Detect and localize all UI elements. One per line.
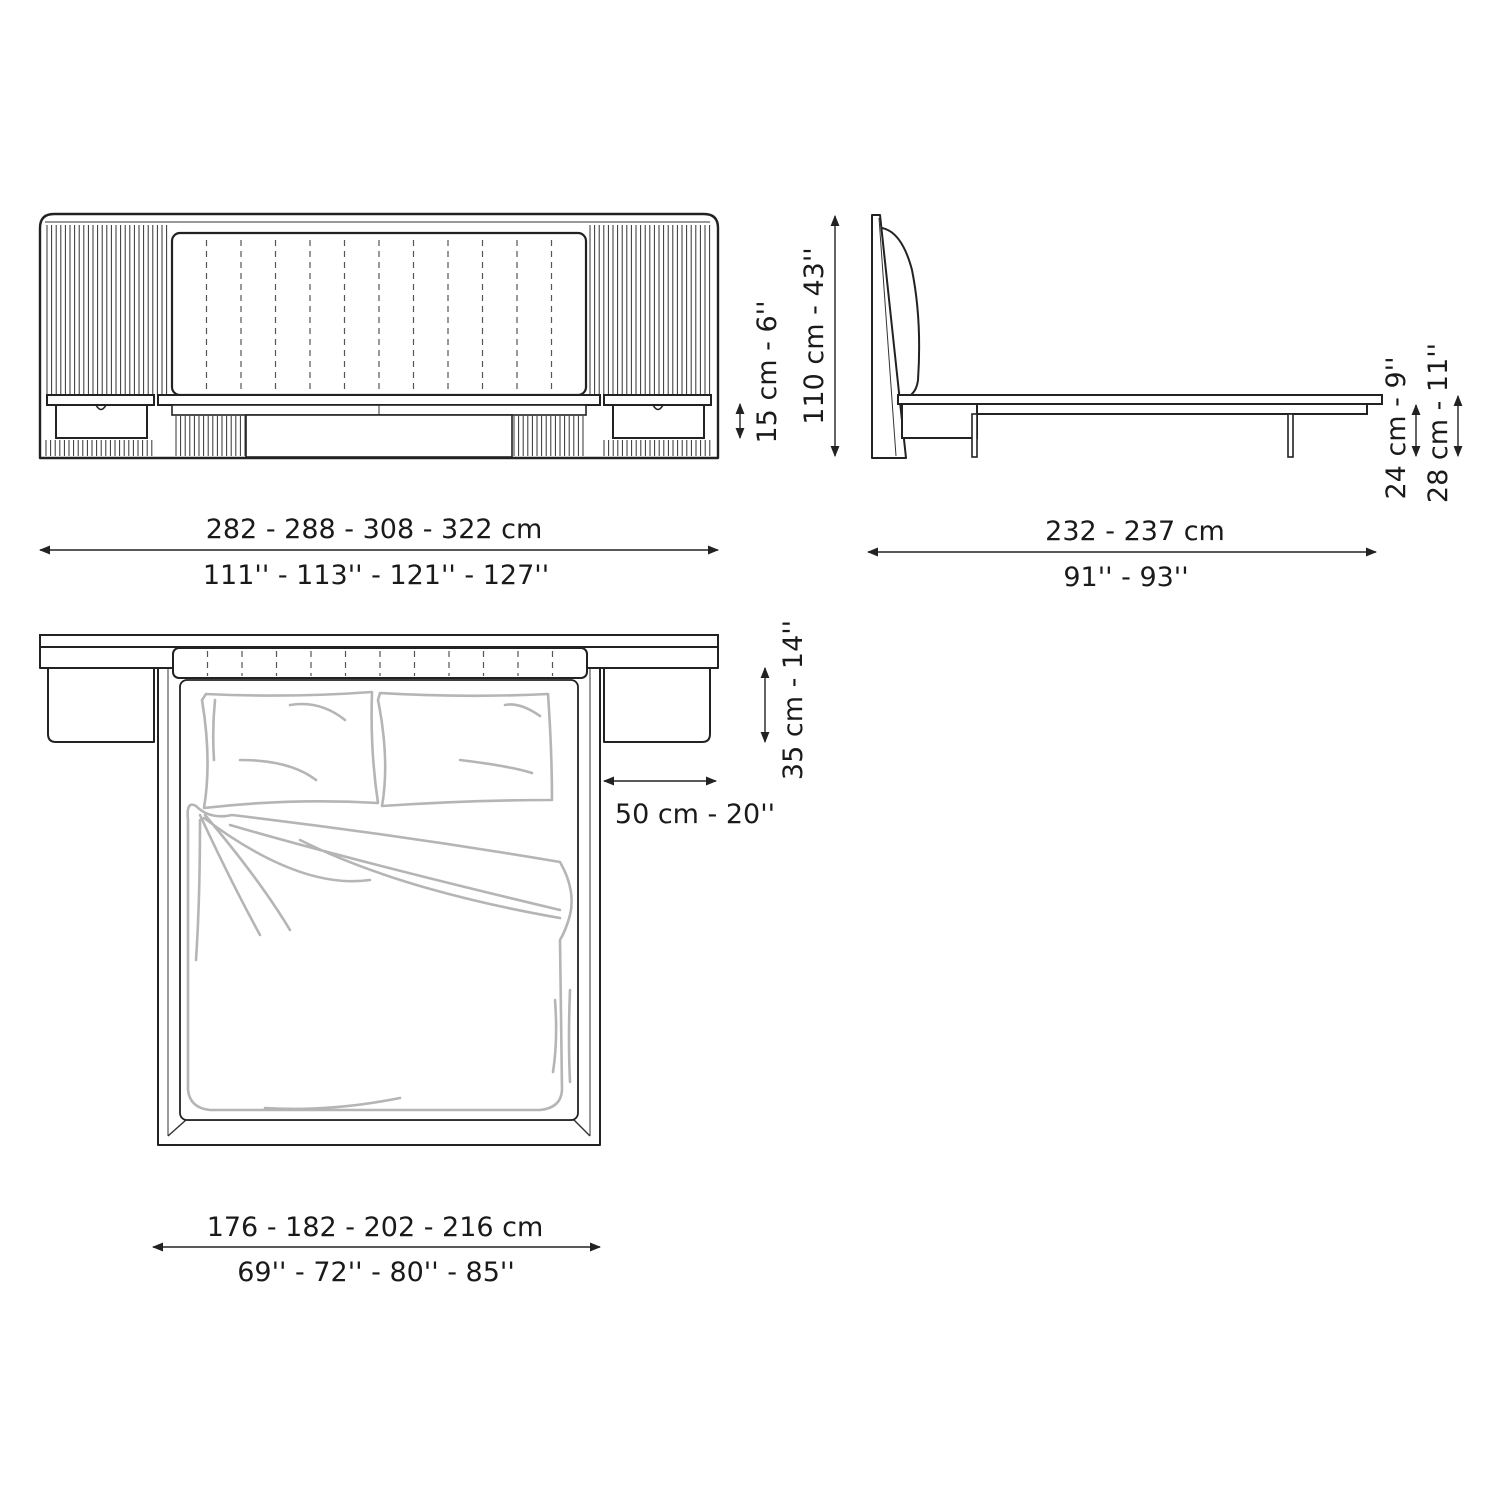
front-view	[38, 212, 720, 460]
side-view	[871, 214, 1383, 459]
side-frame-height-dimension: 24 cm - 9''	[1381, 356, 1421, 500]
headboard-offset-dimension: 15 cm - 6''	[735, 300, 783, 444]
nightstand-width-label: 50 cm - 20''	[615, 799, 775, 830]
frame-height-label: 24 cm - 9''	[1381, 356, 1412, 499]
top-width-in-label: 69'' - 72'' - 80'' - 85''	[237, 1257, 515, 1288]
headboard-offset-label: 15 cm - 6''	[752, 300, 783, 443]
nightstand-width-dimension: 50 cm - 20''	[602, 776, 775, 830]
front-width-dimension: 282 - 288 - 308 - 322 cm 111'' - 113'' -…	[38, 514, 720, 591]
nightstand-depth-dimension: 35 cm - 14''	[760, 620, 809, 780]
side-length-cm-label: 232 - 237 cm	[1045, 516, 1225, 547]
front-width-cm-label: 282 - 288 - 308 - 322 cm	[206, 514, 543, 545]
top-width-dimension: 176 - 182 - 202 - 216 cm 69'' - 72'' - 8…	[151, 1212, 602, 1288]
side-length-dimension: 232 - 237 cm 91'' - 93''	[866, 516, 1378, 593]
total-height-label: 28 cm - 11''	[1423, 343, 1454, 503]
front-width-in-label: 111'' - 113'' - 121'' - 127''	[203, 560, 549, 591]
front-height-label: 110 cm - 43''	[799, 247, 830, 424]
nightstand-depth-label: 35 cm - 14''	[778, 620, 809, 780]
top-view	[39, 634, 719, 1146]
top-width-cm-label: 176 - 182 - 202 - 216 cm	[207, 1212, 544, 1243]
side-length-in-label: 91'' - 93''	[1063, 562, 1188, 593]
side-total-height-dimension: 28 cm - 11''	[1423, 343, 1463, 503]
front-height-dimension: 110 cm - 43''	[799, 214, 840, 458]
